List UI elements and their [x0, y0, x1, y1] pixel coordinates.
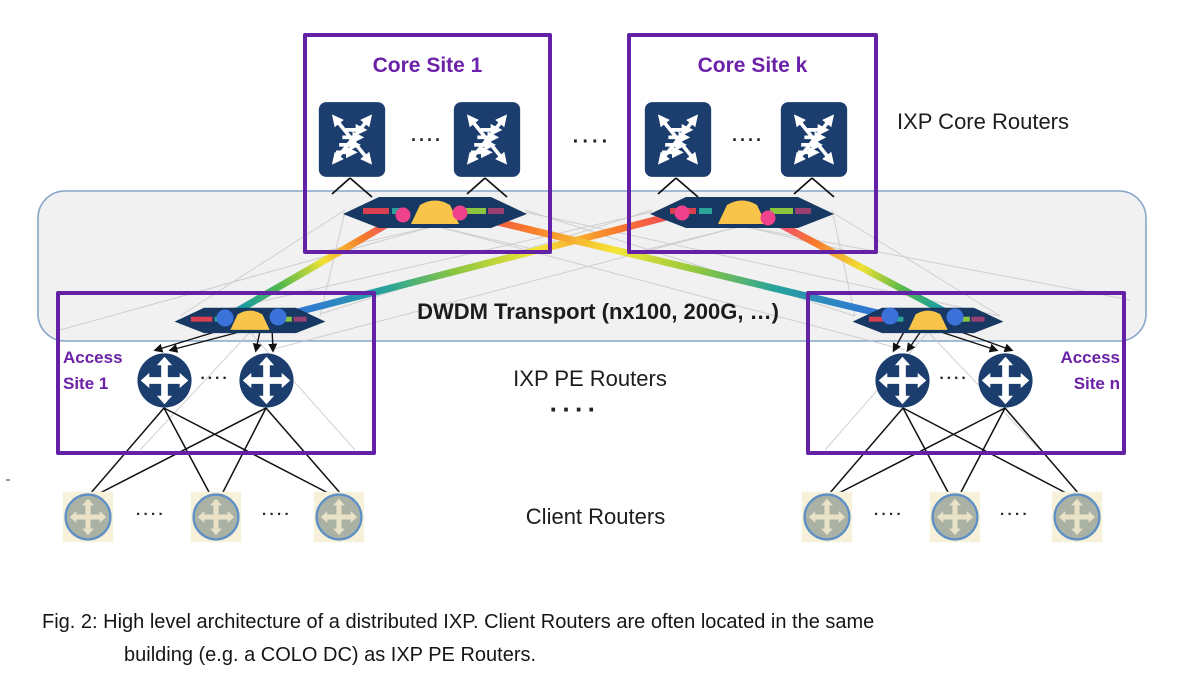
pe-router-icon [238, 352, 295, 409]
core-site-1-box [303, 33, 552, 254]
link-corek-access1 [274, 209, 686, 321]
access1-pe-ellipsis: ···· [200, 370, 230, 387]
fiber-mesh-lines [59, 209, 1131, 451]
corek-routers-ellipsis: ···· [732, 130, 764, 150]
client-ellipsis: ···· [874, 506, 904, 523]
access-site-1-box [56, 291, 376, 455]
core-router-icon [643, 101, 713, 178]
access-site-n-label-line1: Access [1060, 348, 1120, 367]
client-router-icon [311, 489, 367, 545]
core-router-icon [317, 101, 387, 178]
dwdm-device-access-1 [174, 307, 326, 334]
core1-routers-ellipsis: ···· [411, 130, 443, 150]
dwdm-device-access-n [852, 307, 1004, 334]
ixp-pe-routers-label: IXP PE Routers [513, 366, 667, 391]
access-site-n-label-line2: Site n [1073, 374, 1120, 393]
pe-router-icon [874, 352, 931, 409]
pe-sites-ellipsis: ···· [549, 394, 601, 424]
access-site-1-label-line1: Access [63, 348, 123, 367]
link-core1-accessn [456, 209, 894, 320]
ixp-core-routers-label: IXP Core Routers [897, 109, 1070, 134]
pe-router-icon [977, 352, 1034, 409]
client-ellipsis: ···· [136, 506, 166, 523]
core-router-icon [452, 101, 522, 178]
figure-caption-line2: building (e.g. a COLO DC) as IXP PE Rout… [124, 644, 537, 666]
client-router-icon [188, 489, 244, 545]
core-site-1-label: Core Site 1 [372, 54, 483, 77]
wavelength-endpoints [216, 205, 964, 327]
client-router-icon [927, 489, 983, 545]
dwdm-device-core-1 [343, 197, 527, 228]
dwdm-transport-band [37, 190, 1147, 342]
dwdm-device-core-k [650, 197, 834, 228]
access-site-1-label-line2: Site 1 [63, 374, 109, 393]
core-router-links [331, 177, 835, 198]
core-site-k-label: Core Site k [697, 54, 808, 77]
core-site-k-box [627, 33, 878, 254]
accessn-pe-ellipsis: ···· [939, 370, 969, 387]
client-ellipsis: ···· [262, 506, 292, 523]
stray-mark [6, 479, 10, 481]
link-corek-accessn [764, 214, 959, 321]
client-routers-label: Client Routers [525, 504, 666, 529]
client-ellipsis: ···· [1000, 506, 1030, 523]
access-site-n-box [806, 291, 1126, 455]
client-router-icon [1049, 489, 1105, 545]
client-router-icon [60, 489, 116, 545]
link-core1-access1 [221, 211, 407, 322]
dwdm-wavelength-links [221, 209, 959, 322]
client-router-icon [799, 489, 855, 545]
dwdm-transport-label: DWDM Transport (nx100, 200G, …) [417, 299, 779, 324]
figure-caption-line1: Fig. 2: High level architecture of a dis… [42, 611, 875, 633]
core-router-icon [779, 101, 849, 178]
core-sites-ellipsis: ···· [572, 131, 612, 153]
